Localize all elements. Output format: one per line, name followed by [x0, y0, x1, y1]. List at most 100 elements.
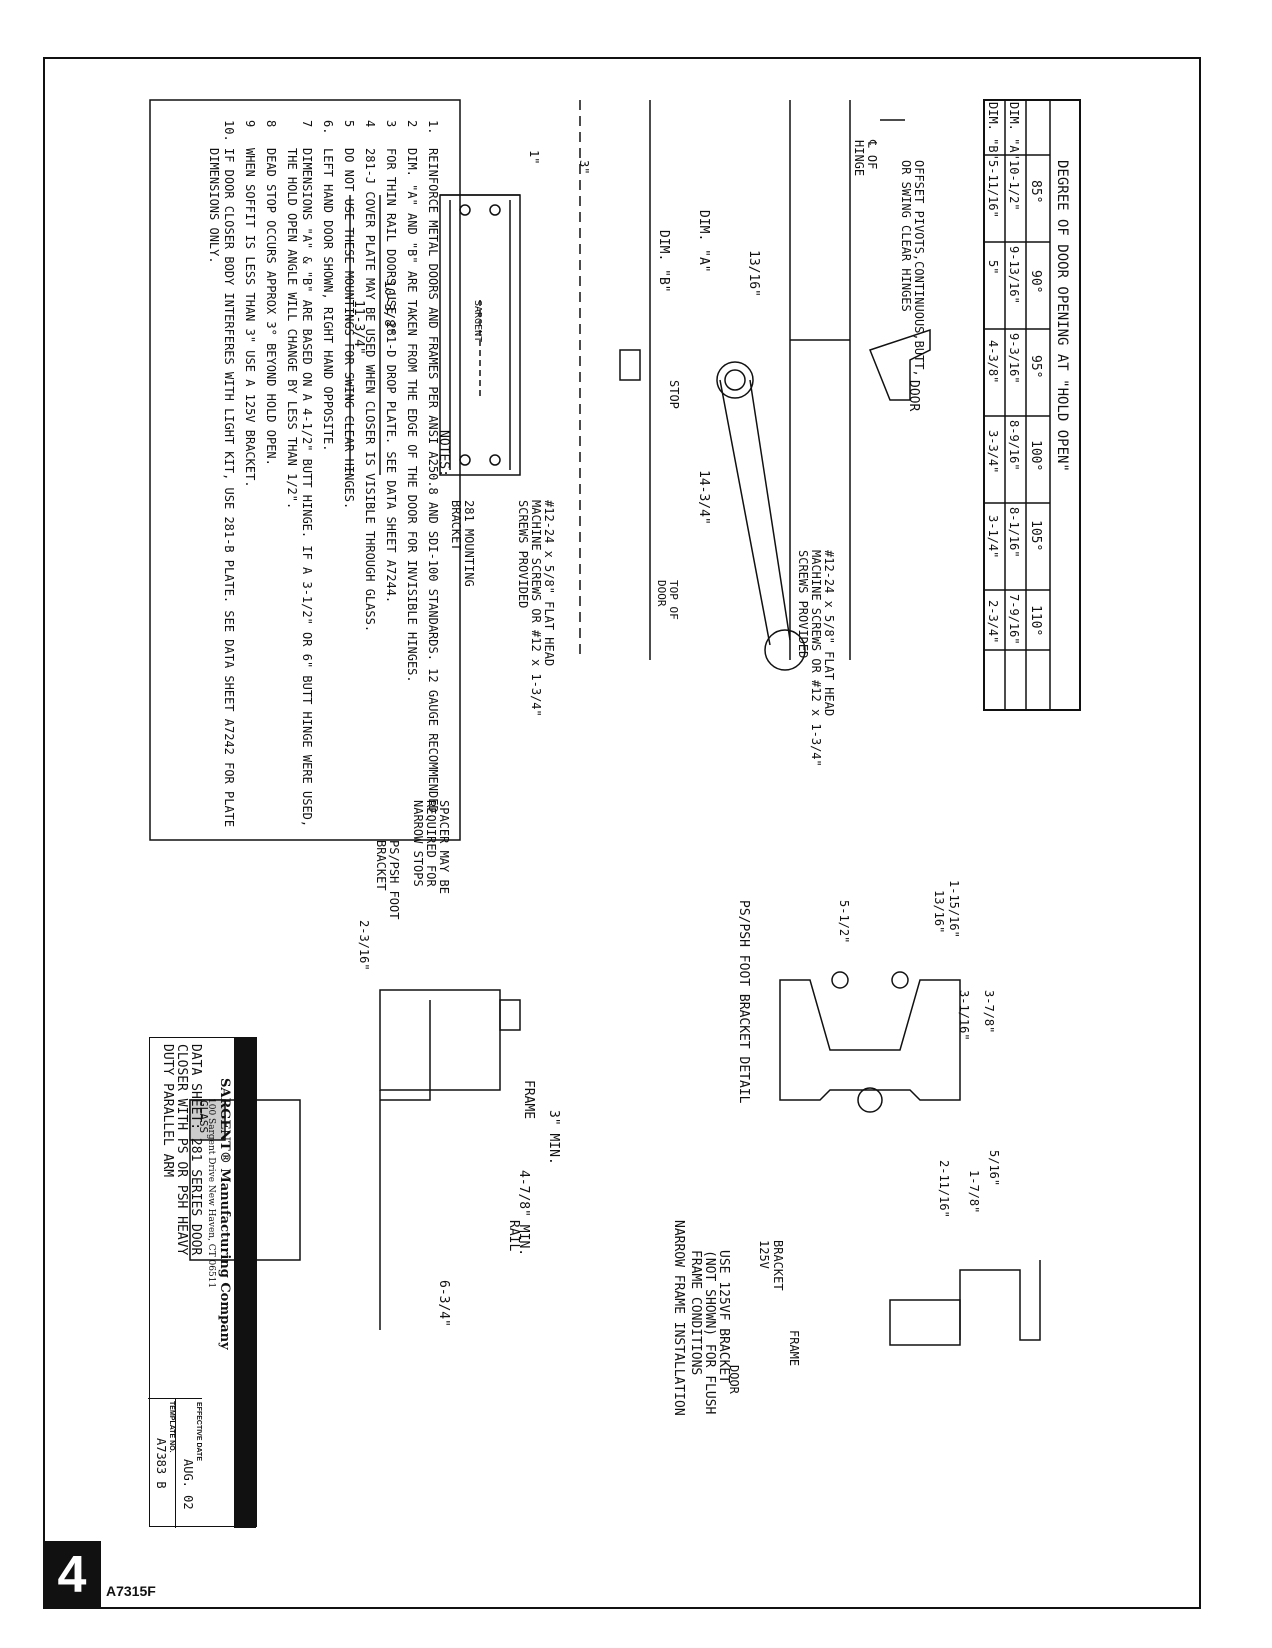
note-item: 6. LEFT HAND DOOR SHOWN, RIGHT HAND OPPOS…	[320, 120, 335, 840]
spacer-label: SPACER MAY BE	[437, 800, 451, 894]
screws-bracket-label: #12-24 x 5/8" FLAT HEAD	[542, 500, 556, 666]
nf-frame: FRAME	[787, 1330, 801, 1366]
narrow-text-2: (NOT SHOWN) FOR FLUSH	[702, 1250, 717, 1414]
section-frame-label: FRAME	[521, 1080, 536, 1119]
notes-title: NOTES:	[436, 430, 451, 477]
row-b-100: 3-3/4"	[986, 430, 1000, 473]
row-a-85: 10-1/2"	[1007, 160, 1021, 211]
note-number: 3	[384, 120, 398, 128]
note-text: 281-J COVER PLATE MAY BE USED WHEN CLOSE…	[363, 148, 377, 633]
effective-date-label: EFFECTIVE DATE	[195, 1402, 202, 1461]
data-sheet-line-1: DATA SHEET: 281 SERIES DOOR	[188, 1044, 203, 1256]
note-number: 4	[363, 120, 377, 128]
narrow-text: USE 125VF BRACKET	[716, 1250, 731, 1383]
foot-1-15-16: 1-15/16"	[947, 880, 961, 938]
angle-95: 95°	[1028, 355, 1043, 378]
note-number: 5	[342, 120, 356, 128]
spacer-label-2: REQUIRED FOR	[424, 800, 438, 887]
row-b-label: DIM. "B"	[986, 102, 1000, 160]
screws-bracket-label-3: SCREWS PROVIDED	[516, 500, 530, 608]
title-block: SARGENT® Manufacturing Company 100 Sarge…	[148, 1037, 257, 1529]
glass-label: GLASS	[197, 1100, 210, 1133]
notes-list: 1.REINFORCE METAL DOORS AND FRAMES PER A…	[200, 110, 462, 850]
dim-14-3-4: 14-3/4"	[696, 470, 711, 525]
foot-5-16: 5/16"	[987, 1150, 1001, 1186]
section-3-min: 3" MIN.	[546, 1110, 561, 1165]
foot-3-7-8: 3-7/8"	[982, 990, 996, 1033]
note-number: 1.	[426, 120, 440, 135]
foot-5-1-2: 5-1/2"	[837, 900, 851, 943]
row-a-100: 8-9/16"	[1007, 420, 1021, 471]
note-text: FOR THIN RAIL DOORS,USE 281-D DROP PLATE…	[384, 148, 398, 604]
door-label: DOOR	[906, 380, 921, 411]
opening-table: DEGREE OF DOOR OPENING AT "HOLD OPEN" 85…	[983, 99, 1081, 711]
angle-105: 105°	[1028, 520, 1043, 551]
angle-100: 100°	[1028, 440, 1043, 471]
note-number: 6.	[321, 120, 335, 135]
note-text: LEFT HAND DOOR SHOWN, RIGHT HAND OPPOSIT…	[321, 148, 335, 452]
dim-13-16: 13/16"	[746, 250, 761, 297]
section-6-3-4: 6-3/4"	[436, 1280, 451, 1327]
nf-door: DOOR	[727, 1365, 741, 1395]
screws-arm-label-2: MACHINE SCREWS OR #12 x 1-3/4"	[809, 550, 823, 767]
top-of-door-label-2: DOOR	[655, 580, 668, 607]
data-sheet-line-3: DUTY PARALLEL ARM	[160, 1044, 175, 1178]
table-heading: DEGREE OF DOOR OPENING AT "HOLD OPEN"	[1054, 160, 1070, 472]
note-number: 8	[264, 120, 278, 128]
row-a-95: 9-3/16"	[1007, 333, 1021, 384]
template-label: TEMPLATE NO.	[168, 1401, 175, 1453]
foot-bracket-label: PS/PSH FOOT	[387, 840, 401, 919]
foot-13-16: 13/16"	[932, 890, 946, 933]
stop-label: STOP	[667, 380, 681, 409]
foot-1-7-8: 1-7/8"	[967, 1170, 981, 1213]
offset-pivots-label-2: OR SWING CLEAR HINGES	[899, 160, 913, 312]
template-number: A7383 B	[154, 1438, 168, 1489]
note-number: 2	[405, 120, 419, 128]
row-a-90: 9-13/16"	[1007, 246, 1021, 304]
row-a-110: 7-9/16"	[1007, 594, 1021, 645]
section-2-3-16: 2-3/16"	[357, 920, 371, 971]
dim-10-3-8: 10-3/8"	[381, 280, 396, 335]
angle-110: 110°	[1028, 605, 1043, 636]
effective-date: AUG. 02	[181, 1459, 195, 1510]
bracket-125v: 125V	[757, 1240, 771, 1269]
cl-hinge-label: ℄ OF	[865, 139, 879, 169]
section-rail: RAIL	[506, 1220, 521, 1251]
screws-bracket-label-2: MACHINE SCREWS OR #12 x 1-3/4"	[529, 500, 543, 717]
sargent-mark: SARGENT	[472, 300, 483, 342]
row-b-90: 5"	[986, 260, 1000, 274]
row-a-105: 8-1/16"	[1007, 507, 1021, 558]
company-address: 100 Sargent Drive New Haven, CT 06511	[206, 1098, 216, 1289]
dim-11-3-4: 11-3/4"	[351, 300, 366, 355]
foot-bracket-label-2: BRACKET	[374, 840, 388, 891]
row-b-85: 5-11/16"	[986, 160, 1000, 218]
page-number-badge: 4	[43, 1541, 101, 1609]
note-item: 4 281-J COVER PLATE MAY BE USED WHEN CLOS…	[362, 120, 377, 840]
note-text: DIM. "A" AND "B" ARE TAKEN FROM THE EDGE…	[405, 148, 419, 683]
row-a-label: DIM. "A"	[1007, 102, 1021, 160]
bracket-125v-2: BRACKET	[771, 1240, 785, 1291]
dim-b-label: DIM. "B"	[656, 230, 671, 293]
dim-a-label: DIM. "A"	[696, 210, 711, 273]
note-number: 9	[243, 120, 257, 128]
cl-hinge-label-2: HINGE	[852, 140, 866, 176]
row-b-95: 4-3/8"	[986, 340, 1000, 383]
mounting-bracket-label: 281 MOUNTING	[462, 500, 476, 587]
note-text: DEAD STOP OCCURS APPROX 3° BEYOND HOLD O…	[264, 148, 278, 466]
note-item: 10.IF DOOR CLOSER BODY INTERFERES WITH L…	[206, 120, 236, 840]
dim-1: 1"	[527, 150, 541, 164]
screws-arm-label: #12-24 x 5/8" FLAT HEAD	[822, 550, 836, 716]
page-code: A7315F	[106, 1583, 156, 1599]
note-text: DIMENSIONS "A" & "B" ARE BASED ON A 4-1/…	[285, 148, 314, 828]
offset-pivots-label: OFFSET PIVOTS,CONTINUOUS,BUTT,	[912, 160, 926, 377]
angle-85: 85°	[1028, 180, 1043, 203]
row-b-110: 2-3/4"	[986, 600, 1000, 643]
data-sheet-line-2: CLOSER WITH PS OR PSH HEAVY	[174, 1044, 189, 1256]
